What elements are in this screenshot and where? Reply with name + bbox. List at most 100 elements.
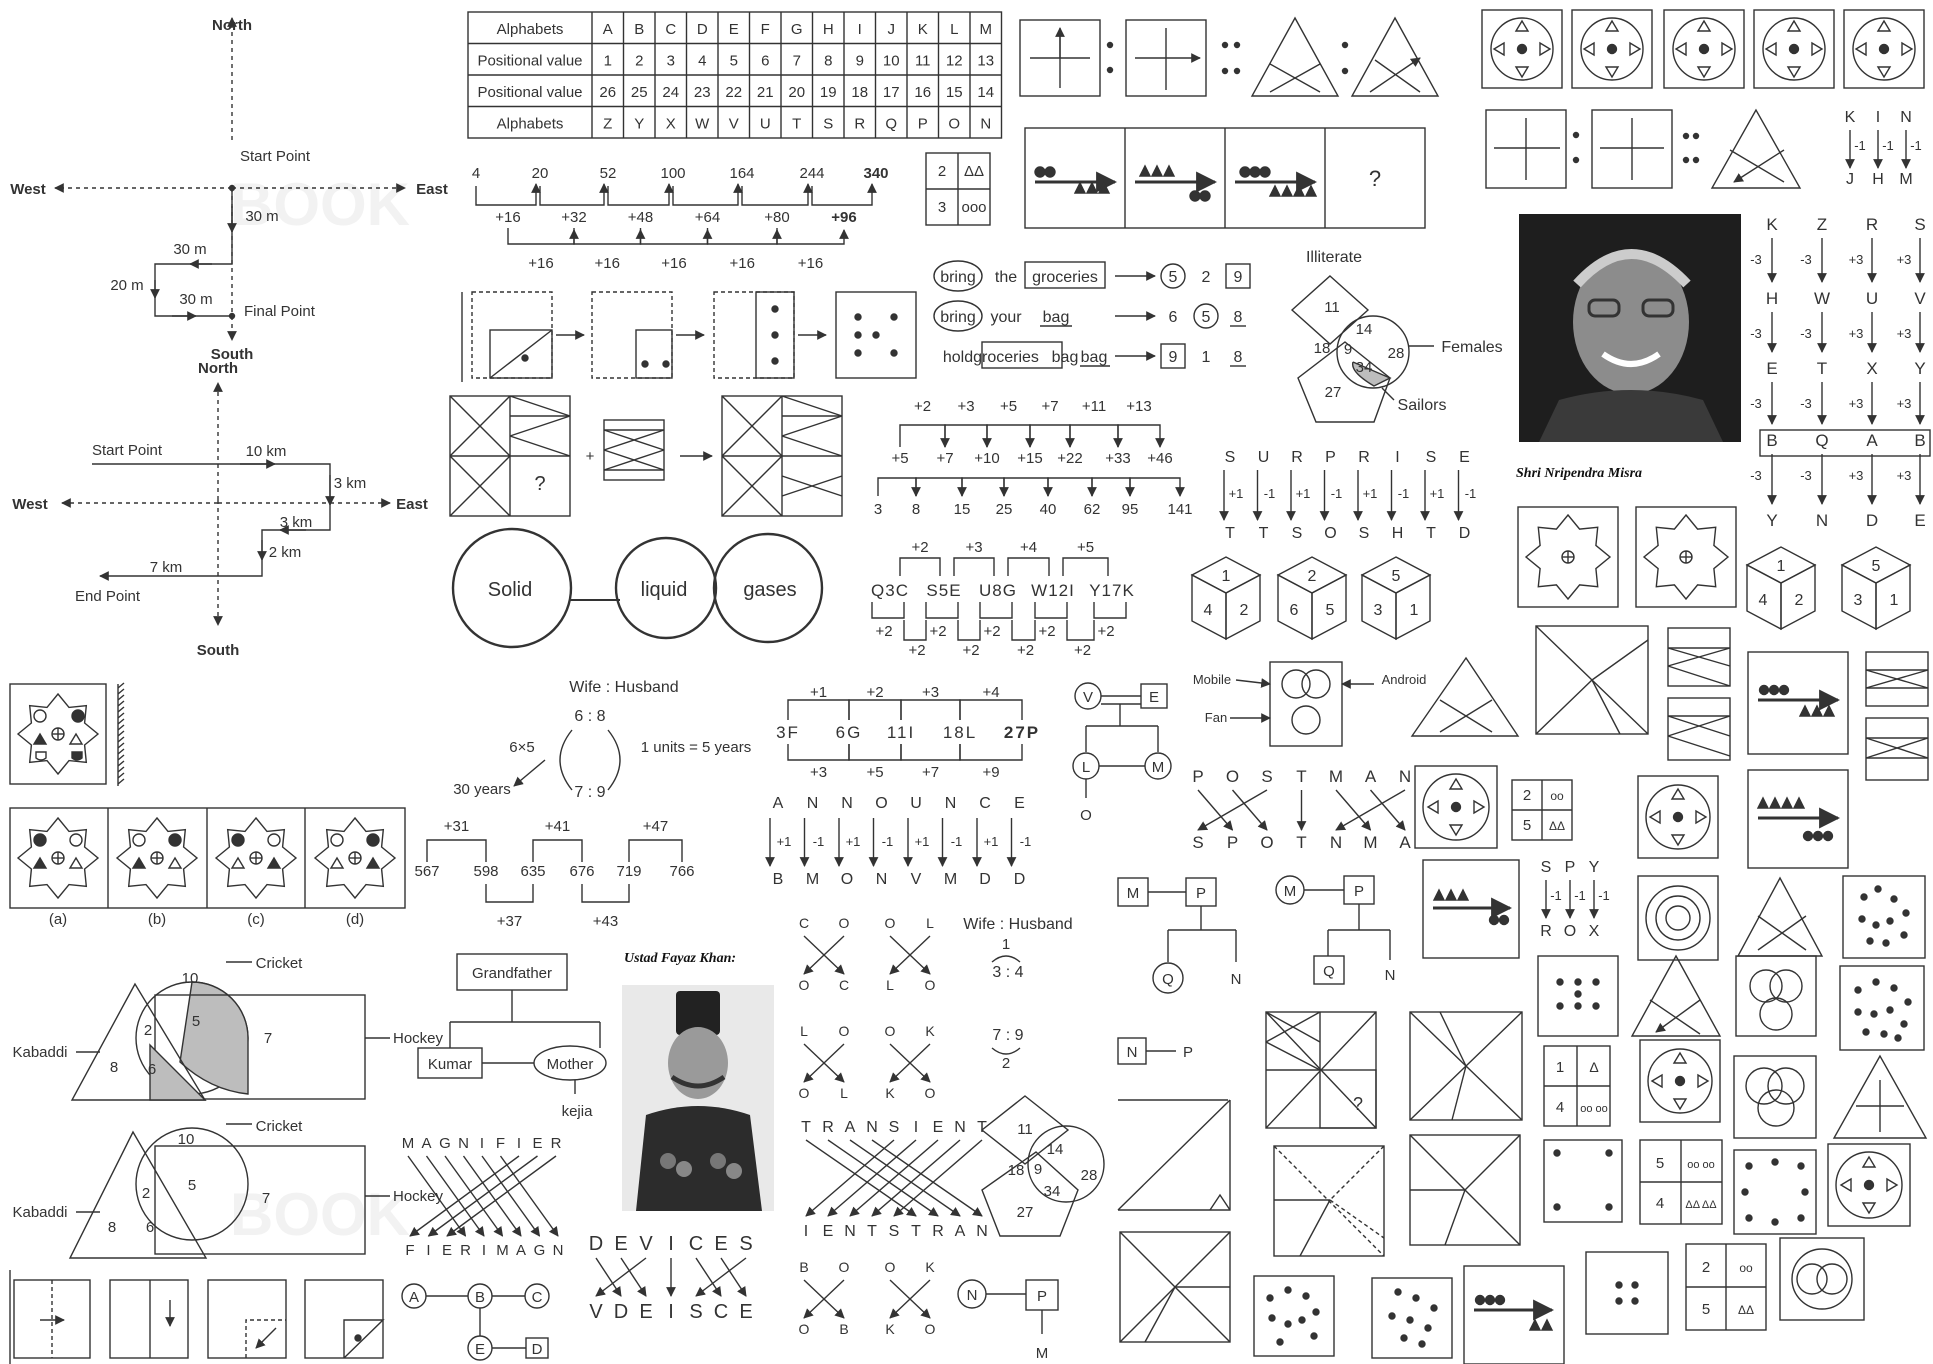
- table-cell: G: [791, 21, 803, 38]
- diff-label: +2: [1038, 623, 1055, 640]
- cross-arrow: [621, 1258, 646, 1296]
- set-label: Android: [1382, 672, 1427, 687]
- op-label: -1: [1910, 138, 1922, 153]
- region-count: 2: [142, 1185, 150, 1202]
- second-diff-label: +16: [528, 255, 553, 272]
- op-label: +1: [777, 834, 792, 849]
- region-count: 8: [108, 1219, 116, 1236]
- letter: O: [925, 977, 936, 993]
- op-label: -3: [1800, 326, 1812, 341]
- triangle-mark: [1824, 706, 1834, 716]
- letter: T: [1817, 359, 1827, 378]
- fayaz-caption: Ustad Fayaz Khan:: [624, 951, 736, 967]
- diff-label: +31: [444, 818, 469, 835]
- bracket: [1004, 478, 1048, 496]
- dot: [772, 332, 778, 338]
- op-label: -3: [1800, 396, 1812, 411]
- dot: [1802, 1189, 1808, 1195]
- letter: D: [614, 1301, 628, 1323]
- triangle-mark: [1516, 21, 1528, 31]
- op-label: -1: [813, 834, 825, 849]
- letter: K: [1766, 215, 1778, 234]
- table-cell: M: [980, 21, 993, 38]
- letter: R: [1291, 449, 1303, 466]
- bracket: [1030, 425, 1070, 447]
- table-cell: U: [760, 116, 771, 133]
- diff-label: +7: [1041, 398, 1058, 415]
- second-bracket: [777, 228, 844, 244]
- letter: I: [517, 1135, 521, 1152]
- dot: [1746, 1215, 1752, 1221]
- bracket: [849, 700, 901, 720]
- dot: [1235, 43, 1240, 48]
- dot: [1760, 686, 1769, 695]
- series-number: 567: [414, 863, 439, 880]
- stroke: [1118, 1100, 1230, 1210]
- letter: E: [1459, 449, 1470, 466]
- center-dot: [1518, 45, 1527, 54]
- bracket: [1067, 620, 1094, 640]
- table-cell: 6: [761, 53, 769, 70]
- letter: T: [1426, 525, 1436, 542]
- dot: [1891, 896, 1897, 902]
- letter: L: [840, 1085, 848, 1101]
- node-label: Grandfather: [472, 965, 552, 982]
- triangle-mark: [1530, 1320, 1540, 1330]
- dot: [891, 350, 897, 356]
- center-dot: [1790, 45, 1799, 54]
- bracket: [962, 478, 1004, 496]
- series-number: 100: [660, 165, 685, 182]
- triangle-mark: [1672, 835, 1684, 845]
- diff-label: +22: [1057, 450, 1082, 467]
- op-label: +3: [1897, 396, 1912, 411]
- letter: R: [1358, 449, 1370, 466]
- table-cell: 2: [635, 53, 643, 70]
- letter: O: [875, 795, 887, 812]
- triangle-mark: [1458, 890, 1468, 900]
- op-label: -3: [1750, 326, 1762, 341]
- table-cell: 4: [698, 53, 706, 70]
- cube-face: 3: [1374, 602, 1383, 619]
- op-label: +1: [915, 834, 930, 849]
- dot: [855, 332, 861, 338]
- diff-label: +5: [891, 450, 908, 467]
- ring: [1746, 1068, 1782, 1104]
- region-count: 18: [1008, 1162, 1025, 1179]
- series-number: 244: [799, 165, 824, 182]
- cross-arrow: [1233, 790, 1268, 830]
- dot: [1389, 1313, 1395, 1319]
- letter: N: [458, 1135, 469, 1152]
- letter: N: [553, 1242, 564, 1259]
- table-cell: 9: [856, 53, 864, 70]
- second-diff-label: +16: [730, 255, 755, 272]
- fold-line: [490, 330, 552, 378]
- center-dot: [1880, 45, 1889, 54]
- dashed-square: [592, 292, 672, 378]
- set-label: Kabaddi: [12, 1204, 67, 1221]
- diff-label: +2: [875, 623, 892, 640]
- code-word: hold: [943, 349, 973, 366]
- code-word: your: [990, 309, 1022, 326]
- symbol: [70, 734, 82, 744]
- mirror-hatch: [118, 689, 124, 694]
- dot: [1250, 167, 1260, 177]
- dot: [1632, 1282, 1638, 1288]
- letter: N: [1816, 511, 1828, 530]
- mirror-hatch: [118, 707, 124, 712]
- diff-label: +80: [764, 209, 789, 226]
- op-label: +1: [1363, 486, 1378, 501]
- west-label: West: [12, 496, 48, 513]
- letter: E: [823, 1223, 834, 1240]
- letter: C: [689, 1233, 703, 1255]
- dot: [1401, 1335, 1407, 1341]
- letter: E: [1766, 359, 1777, 378]
- dot: [1496, 1296, 1505, 1305]
- diff-label: +32: [561, 209, 586, 226]
- ratio: 3 : 4: [992, 964, 1023, 981]
- mirror-hatch: [118, 683, 124, 688]
- rect-hockey: [155, 1146, 365, 1254]
- letter: I: [482, 1242, 486, 1259]
- grid-number: 4: [1556, 1099, 1564, 1116]
- letter: E: [532, 1135, 542, 1152]
- letter: A: [421, 1135, 431, 1152]
